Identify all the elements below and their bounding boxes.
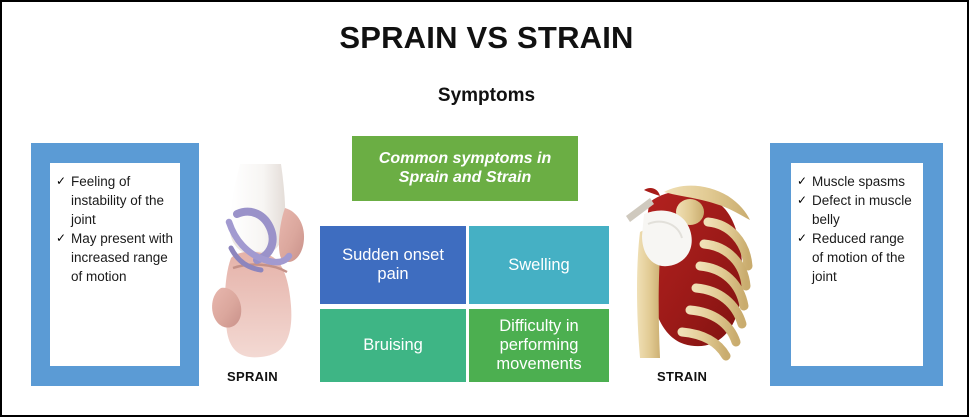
cruciate-ligament <box>233 207 277 264</box>
rib-5 <box>685 305 741 347</box>
sprain-caption: SPRAIN <box>227 369 278 384</box>
symptom-box-swelling[interactable]: Swelling <box>469 226 609 304</box>
tibia-soft-tissue <box>224 251 292 358</box>
list-item-label: May present with increased range of moti… <box>71 231 174 284</box>
list-item: ✓ Muscle spasms <box>797 172 917 191</box>
symptom-box-bruising[interactable]: Bruising <box>320 309 466 382</box>
list-item-label: Reduced range of motion of the joint <box>812 231 906 284</box>
list-item-label: Defect in muscle belly <box>812 193 912 227</box>
rib-3 <box>695 261 749 311</box>
collateral-ligament <box>225 218 293 266</box>
check-icon: ✓ <box>797 193 808 207</box>
list-item-label: Muscle spasms <box>812 174 906 189</box>
list-item: ✓ Defect in muscle belly <box>797 191 917 229</box>
tendon-fiber-line <box>647 220 683 239</box>
rotator-cuff-tendon <box>642 210 692 267</box>
strain-symptom-list: ✓ Muscle spasms ✓ Defect in muscle belly… <box>791 163 923 286</box>
rib-4 <box>691 283 747 329</box>
check-icon: ✓ <box>797 231 808 245</box>
acromion-process <box>626 198 654 222</box>
tibial-plateau-line <box>232 263 288 274</box>
knee-joint-illustration <box>212 164 305 358</box>
rib-2 <box>699 239 751 291</box>
list-item: ✓ Feeling of instability of the joint <box>56 172 174 229</box>
rib-6 <box>677 327 731 361</box>
humeral-head <box>676 199 704 225</box>
clavicle-bone <box>664 185 750 220</box>
symptom-box-difficulty-performing-movements[interactable]: Difficulty in performing movements <box>469 309 609 382</box>
torn-muscle-edge <box>644 188 660 196</box>
list-item-label: Feeling of instability of the joint <box>71 174 165 227</box>
common-symptoms-header-box: Common symptoms in Sprain and Strain <box>352 136 578 201</box>
strain-symptom-panel: ✓ Muscle spasms ✓ Defect in muscle belly… <box>770 143 943 386</box>
list-item: ✓ Reduced range of motion of the joint <box>797 229 917 286</box>
check-icon: ✓ <box>56 231 67 245</box>
page-title: SPRAIN VS STRAIN <box>339 20 634 55</box>
list-item: ✓ May present with increased range of mo… <box>56 229 174 286</box>
sprain-symptom-panel: ✓ Feeling of instability of the joint ✓ … <box>31 143 199 386</box>
strain-caption: STRAIN <box>657 369 708 384</box>
sprain-symptom-list: ✓ Feeling of instability of the joint ✓ … <box>50 163 180 286</box>
check-icon: ✓ <box>797 174 808 188</box>
check-icon: ✓ <box>56 174 67 188</box>
sprain-panel-inner: ✓ Feeling of instability of the joint ✓ … <box>50 163 180 366</box>
lateral-muscle <box>278 208 305 262</box>
strain-panel-inner: ✓ Muscle spasms ✓ Defect in muscle belly… <box>791 163 923 366</box>
meniscal-ligament <box>228 245 264 273</box>
shoulder-muscle-illustration <box>626 185 753 361</box>
symptom-box-sudden-onset-pain[interactable]: Sudden onset pain <box>320 226 466 304</box>
section-subtitle: Symptoms <box>437 85 536 106</box>
medial-condyle-bulge <box>212 287 242 328</box>
rib-1 <box>703 217 753 271</box>
